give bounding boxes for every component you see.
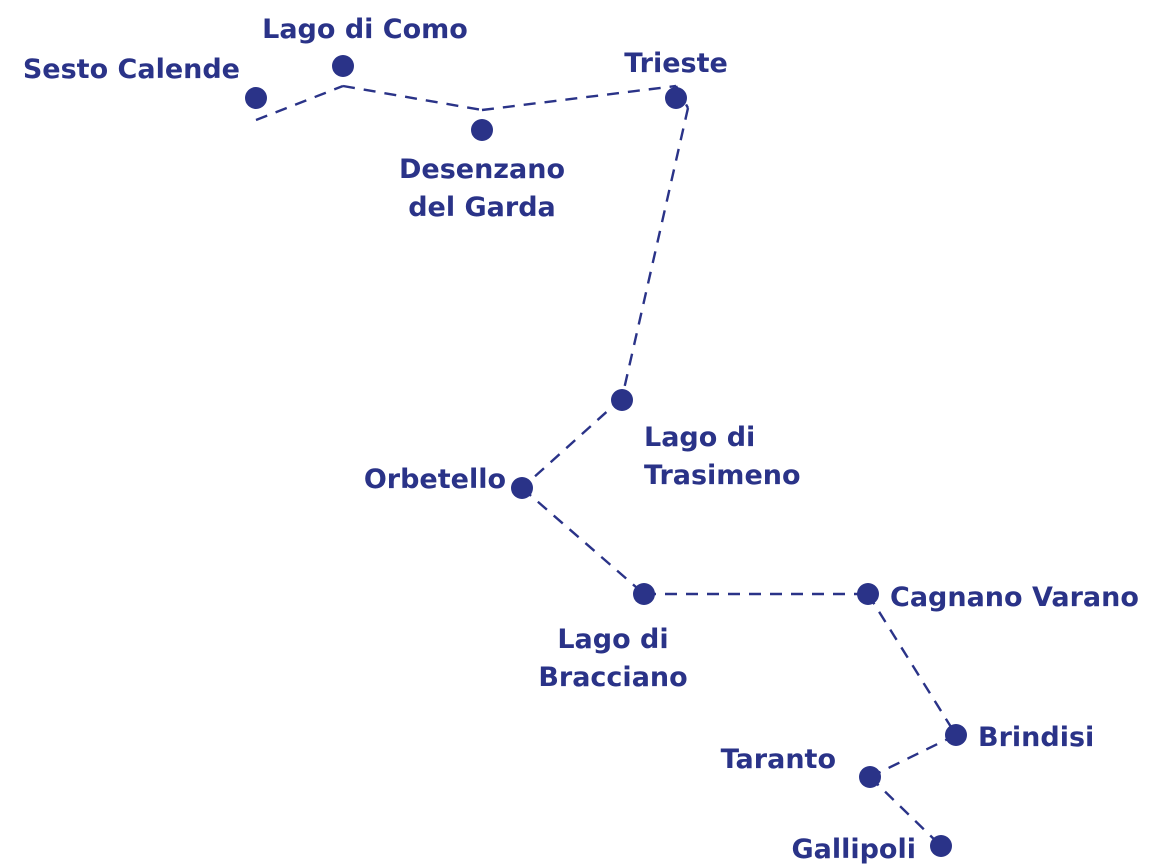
route-segment xyxy=(869,776,942,847)
stop-dot-lago-di-trasimeno[interactable] xyxy=(611,389,633,411)
stop-dot-sesto-calende[interactable] xyxy=(245,87,267,109)
stop-dot-cagnano-varano[interactable] xyxy=(857,583,879,605)
stop-label-line: del Garda xyxy=(408,192,556,223)
stop-label-line: Lago di xyxy=(644,422,755,453)
stop-label-taranto: Taranto xyxy=(721,744,836,775)
stop-dot-lago-di-bracciano[interactable] xyxy=(633,583,655,605)
stop-label-cagnano-varano: Cagnano Varano xyxy=(890,582,1139,613)
stop-label-orbetello: Orbetello xyxy=(364,464,506,495)
stop-label-line: Bracciano xyxy=(538,662,687,693)
route-segment xyxy=(521,487,645,595)
stop-dot-taranto[interactable] xyxy=(859,766,881,788)
stop-label-line: Lago di Como xyxy=(262,14,468,45)
stop-label-lago-di-trasimeno: Lago di Trasimeno xyxy=(644,422,801,491)
stop-dot-gallipoli[interactable] xyxy=(930,835,952,857)
stop-dot-trieste[interactable] xyxy=(665,87,687,109)
stop-label-line: Gallipoli xyxy=(791,834,916,865)
stop-dot-brindisi[interactable] xyxy=(945,724,967,746)
route-segments xyxy=(255,84,958,847)
stop-label-sesto-calende: Sesto Calende xyxy=(23,54,240,85)
stop-label-line: Lago di xyxy=(557,624,668,655)
stop-label-line: Trasimeno xyxy=(644,460,801,491)
stop-label-line: Taranto xyxy=(721,744,836,775)
stop-label-brindisi: Brindisi xyxy=(978,722,1094,753)
stop-dots xyxy=(245,55,967,857)
route-segment xyxy=(869,733,957,779)
stop-label-line: Orbetello xyxy=(364,464,506,495)
route-segment xyxy=(342,84,483,112)
stop-label-gallipoli: Gallipoli xyxy=(791,834,916,865)
stop-label-line: Desenzano xyxy=(399,154,565,185)
stop-label-line: Trieste xyxy=(624,48,728,79)
stop-label-line: Sesto Calende xyxy=(23,54,240,85)
stop-label-line: Cagnano Varano xyxy=(890,582,1139,613)
route-segment xyxy=(481,84,677,112)
route-segment xyxy=(620,107,690,399)
stop-label-lago-di-bracciano: Lago di Bracciano xyxy=(538,624,687,693)
stop-dot-lago-di-como[interactable] xyxy=(332,55,354,77)
route-segment xyxy=(866,593,958,736)
route-segment xyxy=(521,397,623,489)
stop-dot-desenzano-del-garda[interactable] xyxy=(471,119,493,141)
route-segment xyxy=(255,84,344,122)
stop-label-desenzano-del-garda: Desenzano del Garda xyxy=(399,154,565,223)
stop-label-lago-di-como: Lago di Como xyxy=(262,14,468,45)
stop-dot-orbetello[interactable] xyxy=(511,477,533,499)
stop-label-line: Brindisi xyxy=(978,722,1094,753)
stop-label-trieste: Trieste xyxy=(624,48,728,79)
